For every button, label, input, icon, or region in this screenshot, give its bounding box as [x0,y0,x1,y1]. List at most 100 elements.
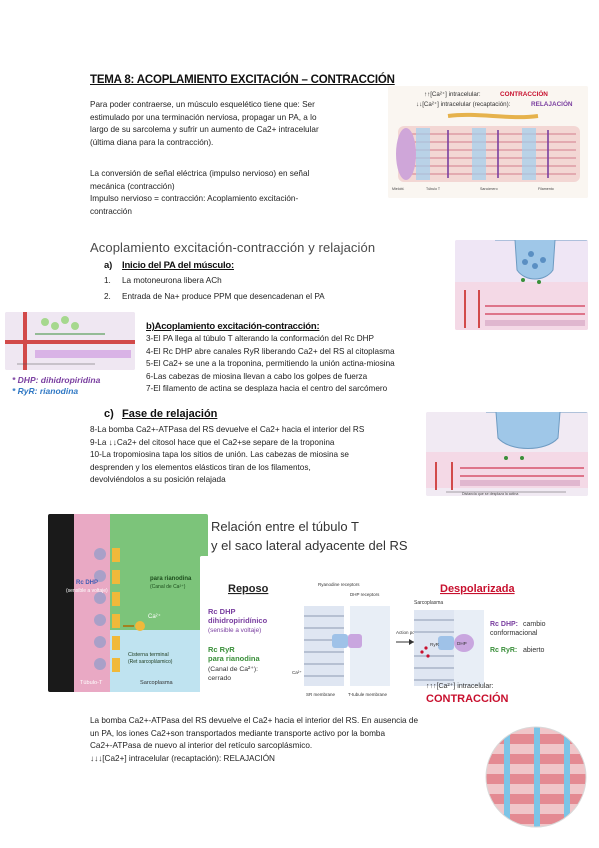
subsection-a-label: a) [104,260,113,271]
desp-ca-up: ↑↑↑[Ca²⁺] intracelular: [426,683,494,690]
desp-rc-dhp: Rc DHP: [490,621,518,628]
fig4-tubulo: Túbulo-T [80,680,103,686]
svg-text:Sarcómero: Sarcómero [480,187,498,191]
list-item-number: 2. [104,291,111,301]
reposo-rc-ryr: Rc RyR [208,645,235,654]
list-item: 6-Las cabezas de miosina llevan a cabo l… [146,371,368,381]
intro-line: estimulado por una terminación nerviosa,… [90,112,317,122]
junction-illustration [455,240,588,330]
fig4-cisterna: Cisterna terminal [128,652,169,658]
reposo-cerrado: cerrado [208,675,231,682]
fig4-sarcoplasma: Sarcoplasma [140,680,174,686]
list-item-text: La motoneurona libera ACh [122,276,222,285]
closing-paragraph: La bomba Ca2+-ATPasa del RS devuelve el … [90,715,470,765]
despolarizada-label: Despolarizada [440,583,515,595]
intro-paragraph: Para poder contraerse, un músculo esquel… [90,99,380,149]
list-item: desprenden y los elementos elásticos tir… [90,462,311,472]
legend-ryr: * RyR: rianodina [12,386,79,396]
fig3-caption: Distancia que se desplaza la actina [462,492,518,496]
reposo-rc-dhp: Rc DHP [208,607,236,616]
figure-relaxation: Distancia que se desplaza la actina [426,412,588,496]
reposo-sensible: (sensible a voltaje) [208,627,261,634]
subsection-c: c) Fase de relajación [104,408,217,420]
figure-neuromuscular-junction [455,240,588,330]
relation-title: Relación entre el túbulo T y el saco lat… [211,517,408,555]
list-item-number: 1. [104,276,111,285]
svg-text:Filamento: Filamento [538,187,554,191]
fig4-sensible: (sensible a voltaje) [66,588,108,594]
list-b: 3-El PA llega al túbulo T alterando la c… [146,333,446,396]
list-item: 9-La ↓↓Ca2+ del citosol hace que el Ca2+… [90,437,335,447]
subsection-c-label: c) [104,408,114,420]
list-item: 10-La tropomiosina tapa los sitios de un… [90,450,349,460]
list-item: 8-La bomba Ca2+-ATPasa del RS devuelve e… [90,425,365,434]
action-potential: Action potential [396,630,427,635]
dhp-label: DHP [457,641,467,646]
figure-ttubule-closeup: Rc DHP (sensible a voltaje) para rianodi… [48,514,208,692]
desp-abierto: abierto [523,647,545,654]
t-tubule-membrane: T-tubule membrane [348,692,388,697]
fig4-rianodina: para rianodina [150,576,192,582]
list-item: devolviéndolos a su posición relajada [90,475,226,485]
fig4-ret: (Ret sarcoplásmico) [128,659,173,665]
sarcomere-illustration: ↑↑[Ca²⁺] intracelular: CONTRACCIÓN ↓↓[Ca… [388,86,588,198]
closing-line: ↓↓↓[Ca2+] intracelular (recaptación): RE… [90,753,275,763]
svg-text:Túbulo T: Túbulo T [426,187,441,191]
conversion-line: mecánica (contracción) [90,181,175,191]
reposo-label: Reposo [228,583,269,595]
intro-line: Para poder contraerse, un músculo esquel… [90,100,315,109]
conversion-line: La conversión de señal eléctrica (impuls… [90,169,310,178]
page-title: TEMA 8: ACOPLAMIENTO EXCITACIÓN – CONTRA… [90,74,395,86]
list-item: 1. La motoneurona libera ACh [104,275,325,288]
reposo-para-rianodina: para rianodina [208,654,261,663]
list-item: 5-El Ca2+ se une a la troponina, permiti… [146,359,395,369]
reposo-dihidro: dihidropiridínico [208,616,268,625]
reposo-canal: (Canal de Ca²⁺): [208,666,258,673]
list-item: 3-El PA llega al túbulo T alterando la c… [146,334,375,343]
list-a: 1. La motoneurona libera ACh 2. Entrada de… [104,275,325,303]
subsection-c-title: Fase de relajación [122,408,218,420]
intro-line: (última diana para la contracción). [90,137,214,147]
figure-muscle-fiber-circle [484,716,588,838]
list-item-text: Entrada de Na+ produce PPM que desencade… [122,291,325,301]
subsection-a-title: Inicio del PA del músculo: [122,260,234,271]
ryanodine-receptors: Ryanodine receptors [318,582,360,587]
relation-title-line: Relación entre el túbulo T [211,519,359,534]
fig1-line1-prefix: ↑↑[Ca²⁺] intracelular: [424,91,481,98]
closing-line: La bomba Ca2+-ATPasa del RS devuelve el … [90,716,418,725]
list-c: 8-La bomba Ca2+-ATPasa del RS devuelve e… [90,424,420,487]
figure-reposo-despolarizada: Reposo Despolarizada Rc DHP dihidropirid… [200,556,590,706]
desp-contraccion: CONTRACCIÓN [426,692,509,705]
section-title: Acoplamiento excitación-contracción y re… [90,240,376,255]
figure-ttubule-strip [5,312,135,370]
desp-cambio: cambio [523,621,546,628]
conversion-line: contracción [90,206,132,216]
ttubule-closeup-illustration: Rc DHP (sensible a voltaje) para rianodi… [48,514,208,692]
muscle-fiber-circle-illustration [485,726,587,828]
ttubule-strip-illustration [5,312,135,370]
fig1-line2-prefix: ↓↓[Ca²⁺] intracelular (recaptación): [416,101,511,108]
intro-line: largo de su sarcolema y sufrir un aument… [90,125,319,135]
sr-membrane: SR membrane [306,692,336,697]
fig1-line2-word: RELAJACIÓN [531,99,573,108]
relaxation-illustration: Distancia que se desplaza la actina [426,412,588,496]
relation-title-line: y el saco lateral adyacente del RS [211,538,408,553]
legend-dhp: * DHP: dihidropiridina [12,375,101,385]
conversion-line: Impulso nervioso = contracción: Acoplami… [90,194,299,204]
fig4-rc-dhp: Rc DHP [76,580,98,586]
fig4-ca: Ca²⁺ [148,613,161,620]
svg-text:Mielobl.: Mielobl. [392,187,404,191]
sarcoplasma-label: Sarcoplasma [414,600,443,606]
fig4-canal: (Canal de Ca²⁺) [150,584,186,590]
desp-conformacional: conformacional [490,630,538,637]
closing-line: Ca2+-ATPasa de nuevo al interior del ret… [90,741,313,751]
closing-line: un PA, los iones Ca2+son transportados m… [90,728,385,738]
list-item: 4-El Rc DHP abre canales RyR liberando C… [146,346,395,356]
dhp-receptors: DHP receptors [350,592,380,597]
reposo-despolarizada-illustration: Reposo Despolarizada Rc DHP dihidropirid… [200,556,590,706]
figure-sarcomere: ↑↑[Ca²⁺] intracelular: CONTRACCIÓN ↓↓[Ca… [388,86,588,198]
reposo-ca: Ca²⁺ [292,670,302,675]
ryr-label: RyR [430,642,440,647]
conversion-paragraph: La conversión de señal eléctrica (impuls… [90,168,380,218]
desp-rc-ryr: Rc RyR: [490,647,517,654]
